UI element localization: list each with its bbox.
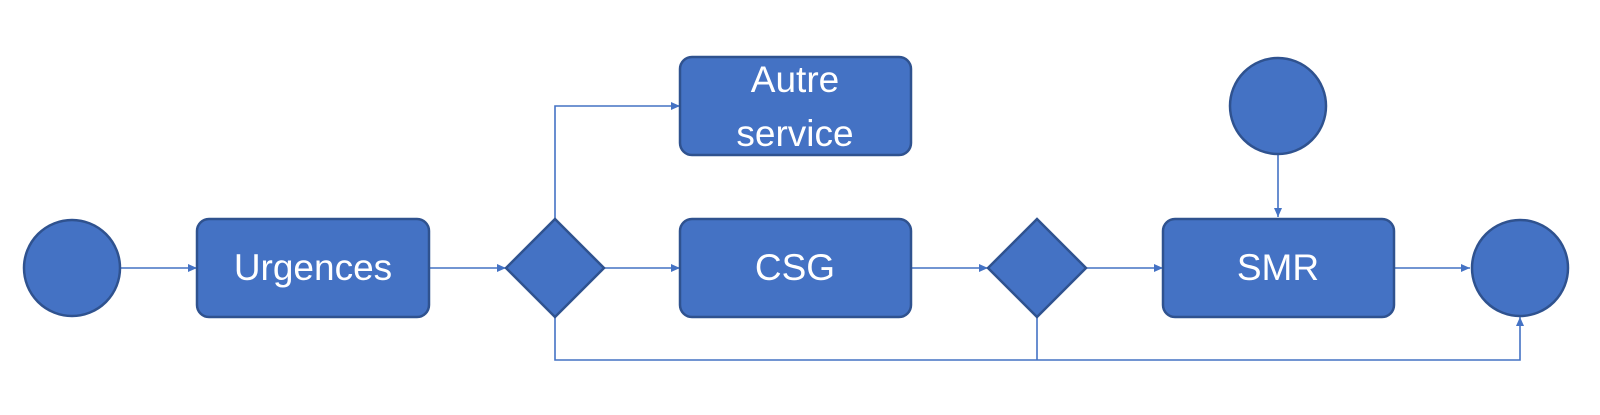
nodes: Urgences Autre service CSG SMR xyxy=(22,55,1570,319)
start-node xyxy=(22,218,122,318)
autre-service-node xyxy=(678,55,913,157)
csg-node xyxy=(678,217,913,319)
csg-label: CSG xyxy=(755,247,835,288)
end-node xyxy=(1470,218,1570,318)
decision-1-node xyxy=(504,217,606,319)
autre-service-label-line-1: Autre xyxy=(751,59,839,100)
smr-label: SMR xyxy=(1237,247,1319,288)
urgences-node xyxy=(195,217,431,319)
decision-2-node xyxy=(986,217,1088,319)
secondary-start-node xyxy=(1228,56,1328,156)
urgences-label: Urgences xyxy=(234,247,392,288)
edge-decision-1-to-autre-service xyxy=(554,102,680,219)
smr-node xyxy=(1161,217,1396,319)
connectors xyxy=(120,102,1524,361)
autre-service-label-line-2: service xyxy=(736,113,853,154)
